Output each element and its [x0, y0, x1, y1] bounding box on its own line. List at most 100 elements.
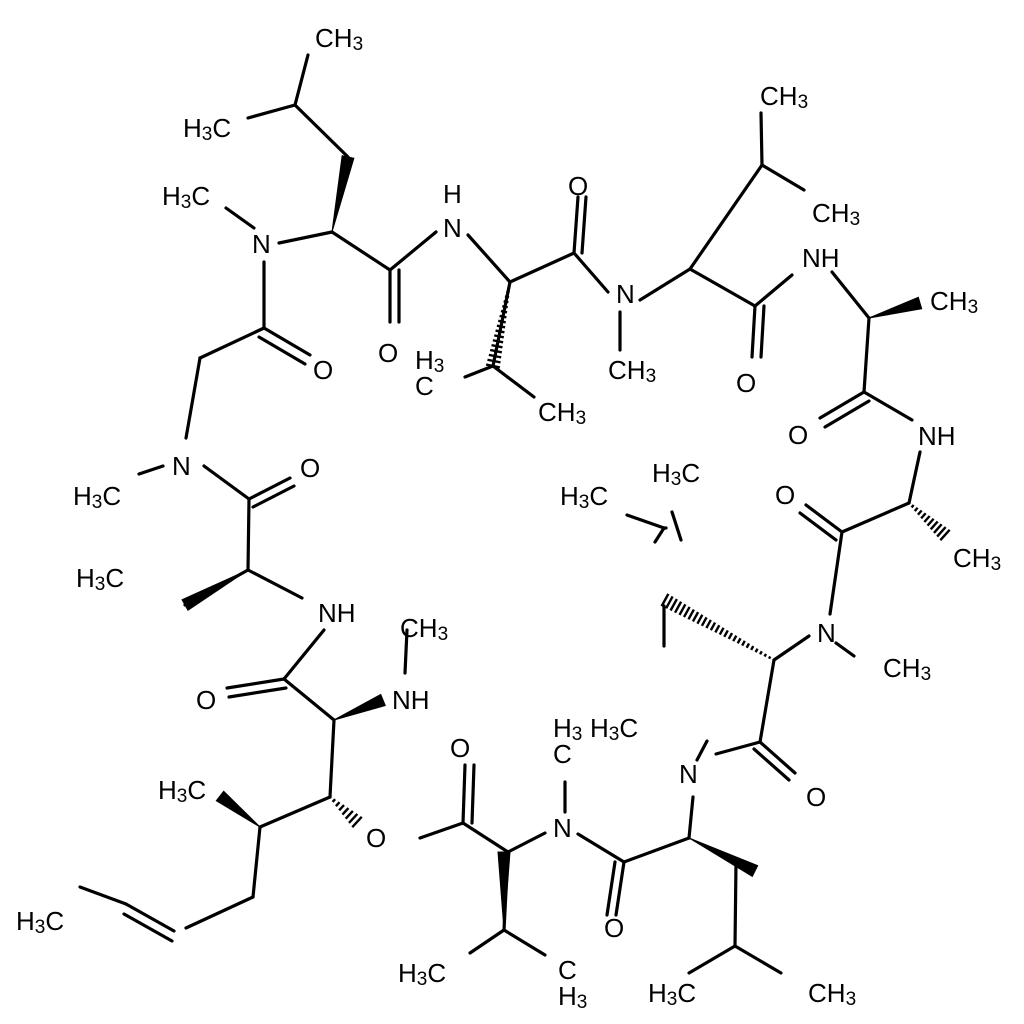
single-bond — [468, 928, 506, 955]
single-bond — [184, 356, 202, 440]
atom-label: N — [443, 213, 462, 243]
atom-label: CH3 — [808, 978, 856, 1010]
single-bond — [733, 861, 738, 948]
single-bond — [137, 464, 165, 476]
hashed-wedge-bond — [485, 280, 512, 369]
single-bond — [198, 326, 266, 360]
atom-label: H3 — [553, 713, 582, 745]
single-bond — [461, 821, 510, 854]
single-bond — [625, 513, 666, 530]
single-bond — [670, 510, 683, 542]
wedge-bond — [215, 790, 261, 828]
single-bond — [202, 464, 251, 501]
atom-label: O — [450, 733, 470, 763]
atom-label: CH3 — [930, 286, 978, 318]
atom-label: CH3 — [883, 653, 931, 685]
atom-label: O — [775, 480, 795, 510]
atom-label: CH3 — [400, 613, 448, 645]
atom-label: O — [604, 913, 624, 943]
hashed-wedge-bond — [660, 593, 776, 662]
atom-label: H3C — [183, 113, 231, 145]
single-bond — [258, 795, 332, 829]
atom-label: N — [553, 813, 572, 843]
single-bond — [246, 568, 304, 600]
single-bond — [282, 677, 336, 722]
bonds-layer — [78, 53, 951, 975]
atom-label: NH — [318, 598, 356, 628]
atom-label: C — [558, 955, 577, 985]
atom-label: O — [300, 453, 320, 483]
single-bond — [760, 163, 806, 192]
single-bond — [418, 821, 465, 840]
single-bond — [78, 885, 128, 906]
double-bond — [605, 860, 626, 917]
double-bond — [461, 763, 476, 825]
atom-label: H3C — [652, 458, 700, 490]
wedge-bond — [688, 837, 759, 878]
atom-label: O — [788, 420, 808, 450]
atom-label: O — [313, 355, 333, 385]
single-bond — [293, 53, 310, 107]
wedge-bond — [331, 155, 355, 233]
single-bond — [293, 103, 350, 159]
single-bond — [251, 825, 262, 899]
atom-label: NH — [392, 685, 430, 715]
atom-label: N — [616, 279, 635, 309]
single-bond — [653, 526, 666, 544]
atom-label: H3C — [76, 563, 124, 595]
atom-label: C — [553, 739, 572, 769]
single-bond — [758, 658, 776, 744]
atom-label: NH — [802, 243, 840, 273]
double-bond — [257, 326, 312, 366]
single-bond — [733, 944, 783, 975]
double-bond — [247, 476, 296, 509]
double-bond — [798, 503, 844, 542]
single-bond — [753, 273, 794, 308]
double-bond — [818, 390, 871, 429]
double-bond — [122, 902, 176, 943]
double-bond — [572, 195, 588, 255]
single-bond — [687, 795, 695, 840]
atom-label: NH — [918, 421, 956, 451]
atom-label: H3C — [560, 481, 608, 513]
atom-label: CH3 — [315, 23, 363, 55]
single-bond — [622, 836, 691, 864]
single-bond — [638, 267, 692, 302]
single-bond — [576, 832, 626, 864]
single-bond — [840, 501, 911, 534]
atom-label: CH3 — [538, 397, 586, 429]
single-bond — [502, 928, 547, 957]
single-bond — [862, 316, 871, 394]
single-bond — [184, 895, 255, 930]
atom-label: O — [378, 338, 398, 368]
single-bond — [466, 233, 512, 284]
double-bond — [750, 304, 766, 359]
atom-label: O — [806, 782, 826, 812]
single-bond — [330, 230, 392, 272]
double-bond — [225, 677, 288, 699]
single-bond — [830, 270, 871, 320]
single-bond — [828, 530, 844, 616]
atom-label: H3C — [162, 181, 210, 213]
atom-label: N — [252, 229, 271, 259]
atom-label: H3C — [648, 978, 696, 1010]
single-bond — [907, 450, 922, 505]
atom-label: N — [679, 759, 698, 789]
atom-label: H3 — [558, 981, 587, 1013]
atom-label: O — [568, 171, 588, 201]
single-bond — [282, 628, 326, 681]
wedge-bond — [497, 851, 511, 931]
atom-label: CH3 — [608, 355, 656, 387]
atom-label: O — [736, 368, 756, 398]
single-bond — [463, 364, 495, 379]
single-bond — [246, 103, 297, 120]
atom-label: H3C — [590, 713, 638, 745]
atom-label: H — [443, 179, 462, 209]
single-bond — [688, 267, 757, 308]
single-bond — [491, 364, 536, 399]
atom-label: H3C — [73, 481, 121, 513]
atom-label: O — [366, 823, 386, 853]
single-bond — [388, 230, 438, 272]
